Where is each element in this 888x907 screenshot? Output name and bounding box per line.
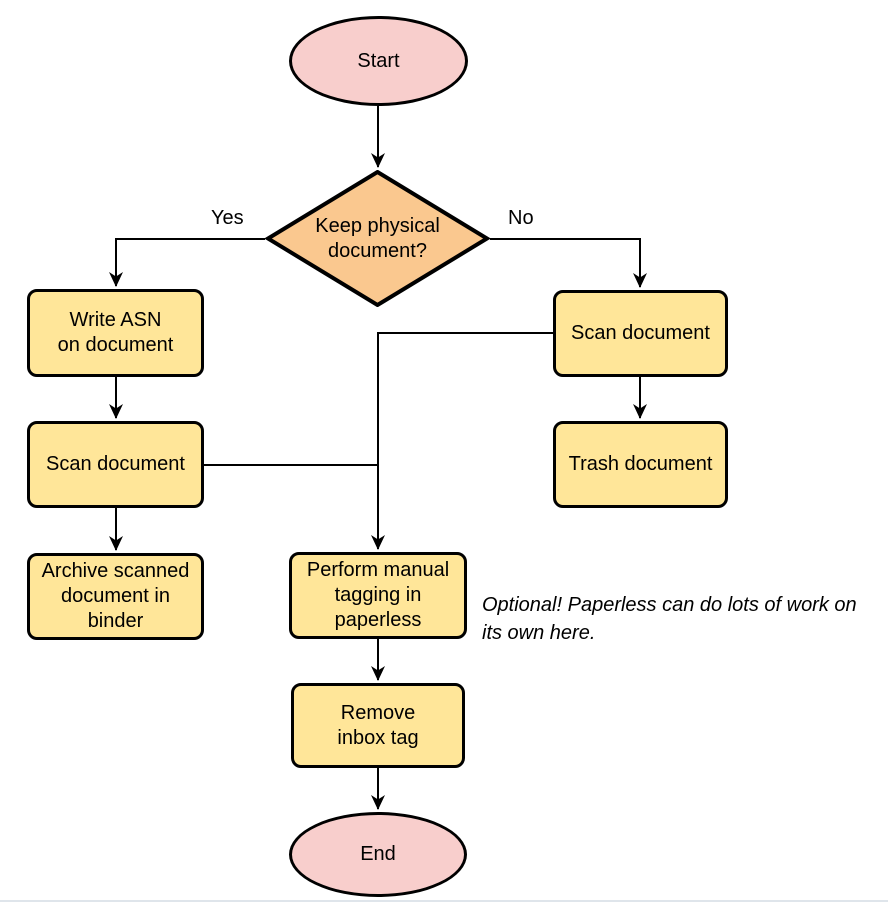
node-start-label: Start [357, 49, 400, 72]
edge-decision-no-to-scan-right [490, 238, 647, 288]
node-remove-inbox-tag: Remove inbox tag [291, 683, 465, 768]
bottom-divider [0, 900, 888, 902]
node-trash-document-label: Trash document [568, 453, 713, 475]
node-scan-document-right: Scan document [553, 290, 728, 377]
node-decision: Keep physical document? [265, 170, 490, 307]
node-decision-label: Keep physical document? [315, 214, 440, 262]
node-trash-document: Trash document [553, 421, 728, 508]
edge-scan-right-to-tagging [371, 332, 553, 550]
node-scan-document-left-label: Scan document [46, 453, 185, 475]
node-start: Start [289, 16, 468, 106]
optional-note: Optional! Paperless can do lots of work … [482, 594, 857, 644]
edge-label-no: No [508, 207, 534, 229]
node-archive-document: Archive scanned document in binder [27, 553, 204, 640]
node-archive-document-label: Archive scanned document in binder [41, 560, 190, 632]
node-end-label: End [360, 843, 396, 865]
node-remove-inbox-tag-label: Remove inbox tag [337, 701, 419, 749]
node-write-asn-label: Write ASN on document [57, 309, 174, 356]
edge-label-yes: Yes [211, 207, 244, 229]
node-scan-document-left: Scan document [27, 421, 204, 508]
diamond-shape [265, 170, 490, 307]
node-write-asn: Write ASN on document [27, 289, 204, 377]
node-manual-tagging-label: Perform manual tagging in paperless [306, 559, 450, 631]
node-end: End [289, 812, 467, 897]
node-manual-tagging: Perform manual tagging in paperless [289, 552, 467, 639]
edge-decision-yes-to-write-asn [109, 238, 265, 287]
node-scan-document-right-label: Scan document [571, 322, 710, 344]
